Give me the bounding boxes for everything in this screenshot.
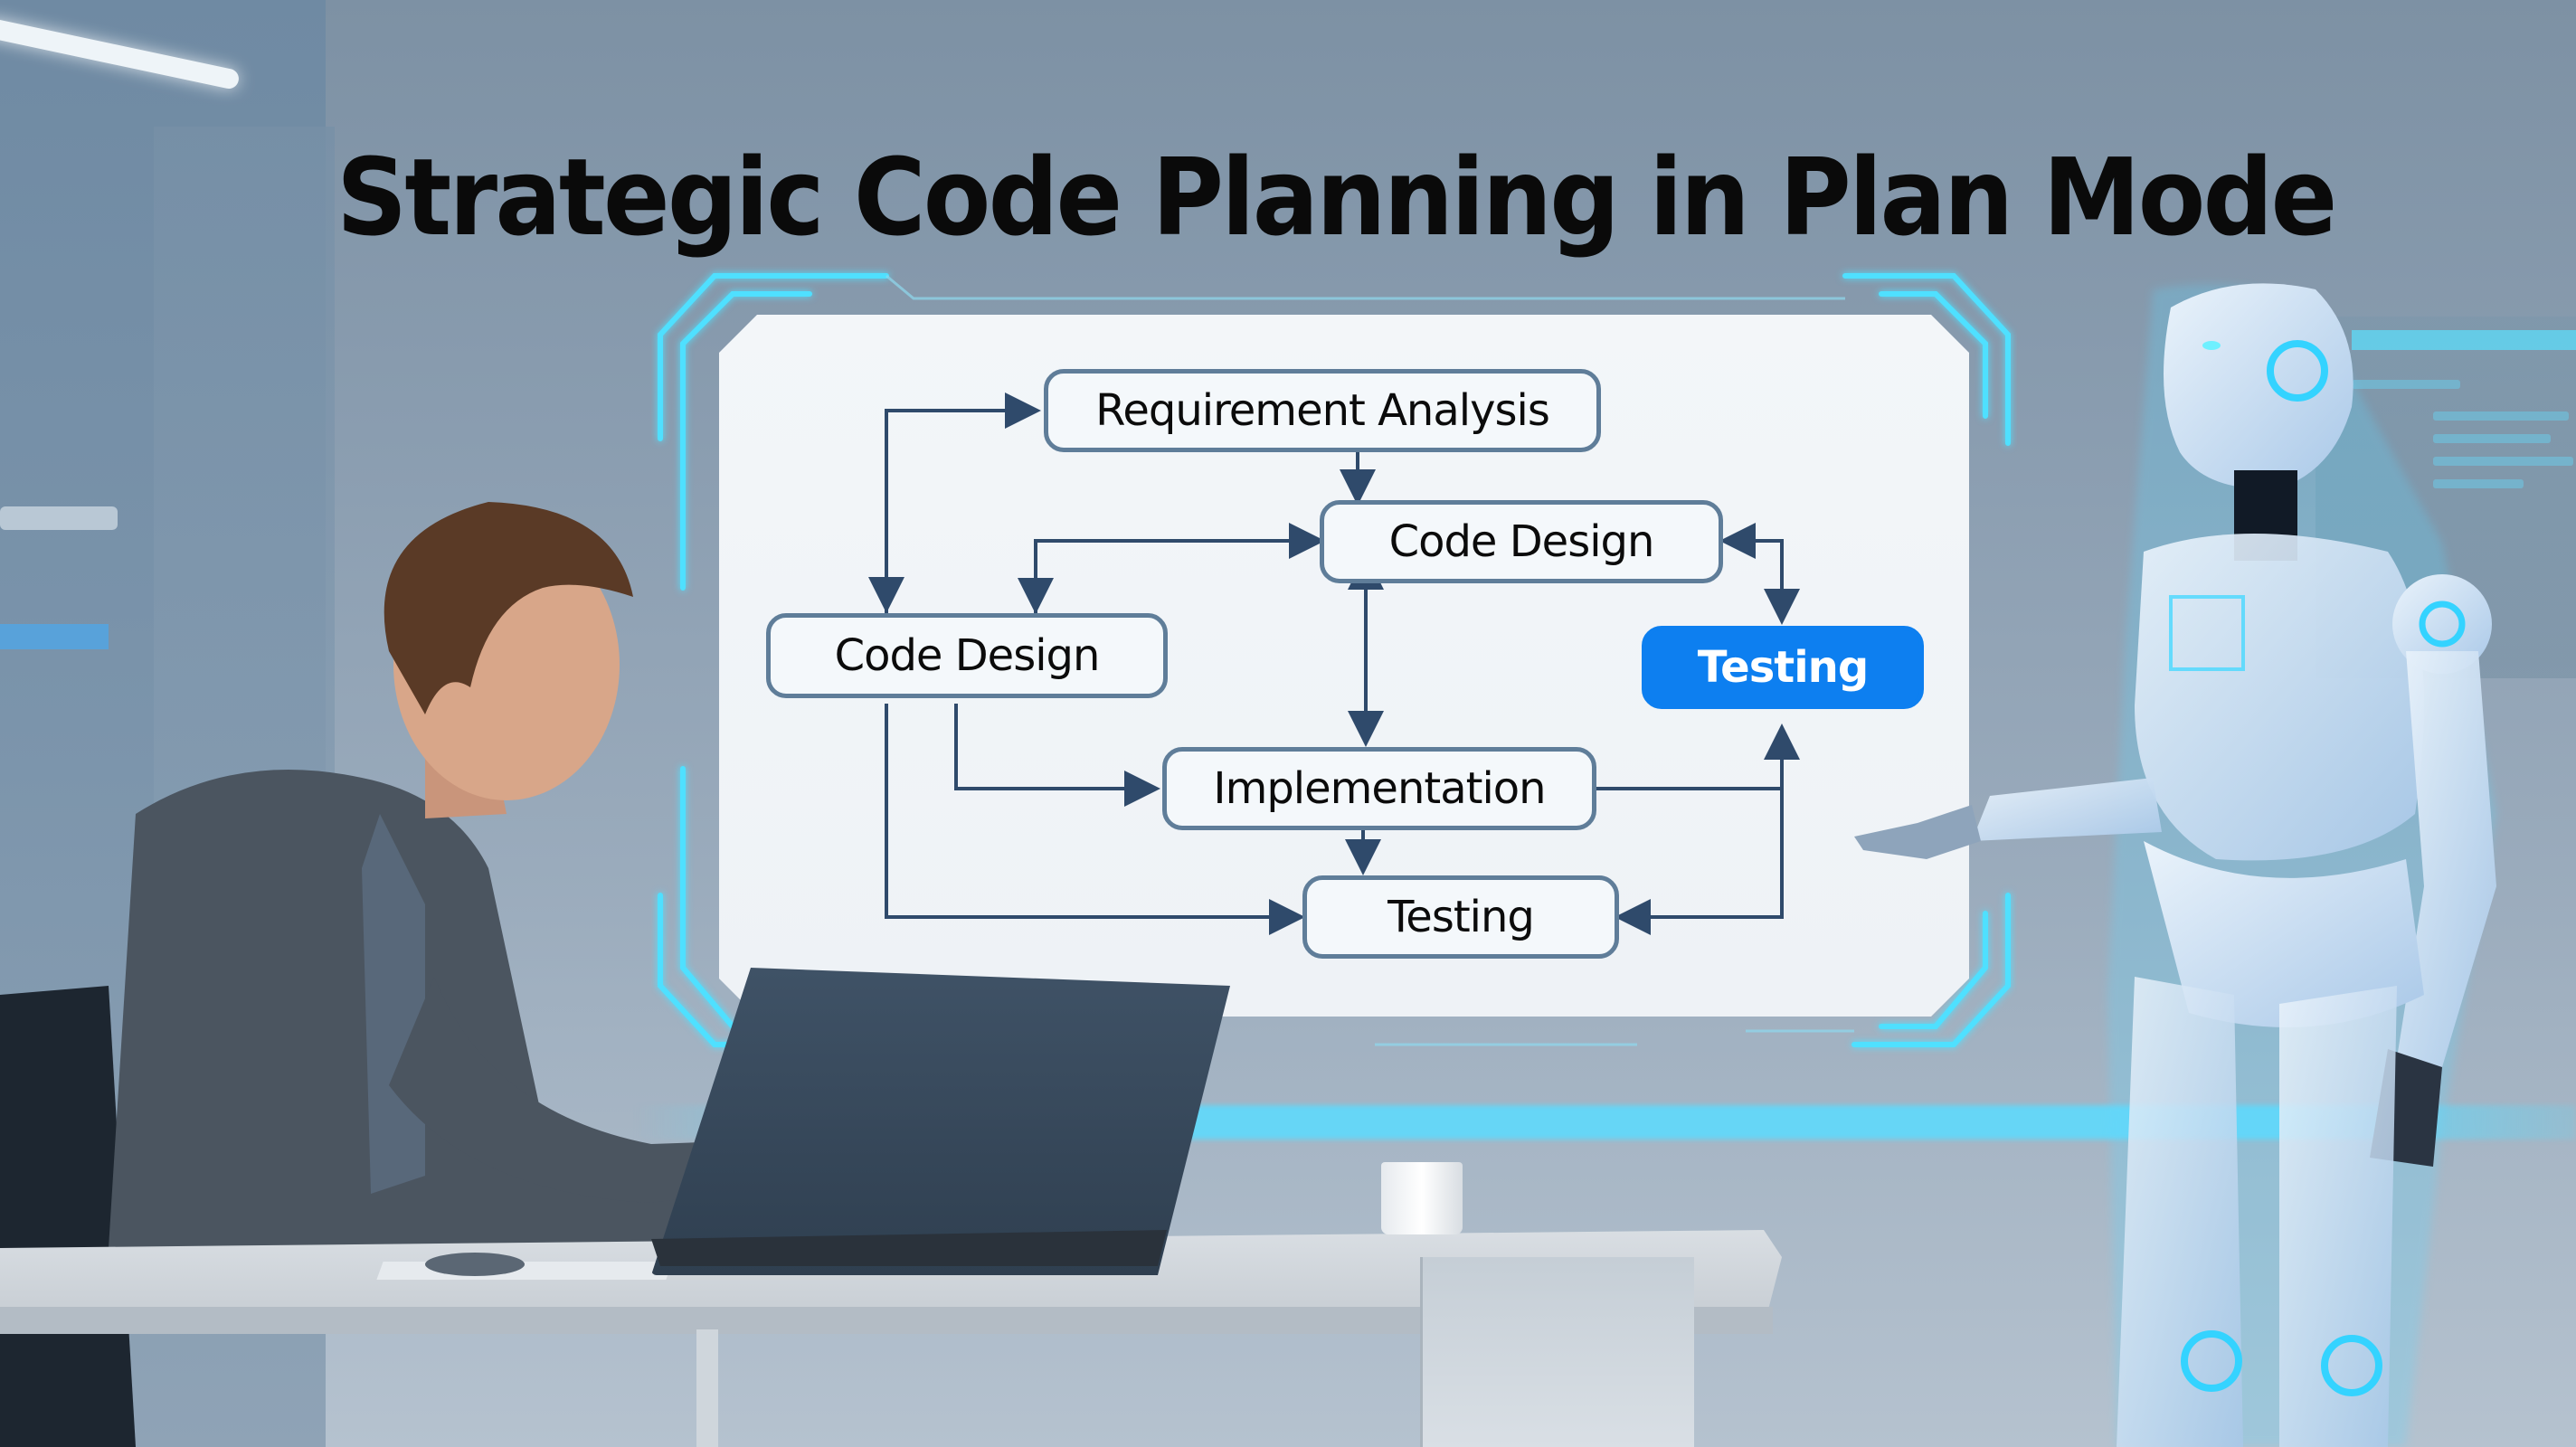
wall-light: [0, 506, 118, 530]
node-label: Code Design: [834, 630, 1100, 681]
robot-eye: [2202, 341, 2221, 350]
desk-drawer: [1420, 1257, 1694, 1447]
code-line: [2433, 479, 2524, 488]
robot-right-leg: [2279, 986, 2397, 1447]
node-label: Code Design: [1388, 516, 1654, 567]
paper-sheet: [376, 1262, 673, 1280]
robot-head: [2164, 283, 2353, 489]
wall-light-blue: [0, 624, 109, 649]
robot-left-leg: [2117, 977, 2243, 1447]
robot-pointing-hand: [1854, 805, 1981, 859]
node-label: Testing: [1697, 642, 1869, 693]
robot-shoulder: [2392, 574, 2492, 674]
paper-cup: [1381, 1162, 1463, 1234]
robot-pointing-arm: [1972, 778, 2162, 841]
node-code-design-top: Code Design: [1320, 500, 1723, 583]
robot-hips: [2144, 841, 2424, 1027]
diagram-board: Requirement Analysis Code Design Code De…: [719, 315, 1969, 1017]
arm: [389, 977, 787, 1203]
page-title: Strategic Code Planning in Plan Mode: [336, 135, 2337, 260]
desk-leg: [696, 1329, 718, 1447]
laptop: [651, 968, 1230, 1275]
code-line: [2433, 457, 2573, 466]
code-screen-header-bar: [2352, 330, 2576, 350]
robot-torso: [2135, 534, 2424, 861]
node-label: Testing: [1387, 892, 1534, 942]
diagram-connectors: [719, 315, 1969, 1017]
node-requirement-analysis: Requirement Analysis: [1044, 369, 1601, 452]
node-testing-bottom: Testing: [1302, 875, 1619, 959]
code-line: [2433, 434, 2551, 443]
node-code-design-left: Code Design: [766, 613, 1168, 698]
robot-right-arm: [2397, 651, 2496, 1067]
node-label: Implementation: [1213, 763, 1546, 814]
hair: [384, 502, 633, 714]
code-line: [2352, 380, 2460, 389]
robot-ear-light: [2267, 340, 2328, 402]
node-label: Requirement Analysis: [1095, 385, 1549, 436]
code-line: [2433, 411, 2569, 421]
node-implementation: Implementation: [1162, 747, 1596, 830]
robot-figure: [1854, 283, 2496, 1447]
computer-mouse: [425, 1253, 525, 1276]
node-testing-highlight: Testing: [1642, 626, 1924, 709]
